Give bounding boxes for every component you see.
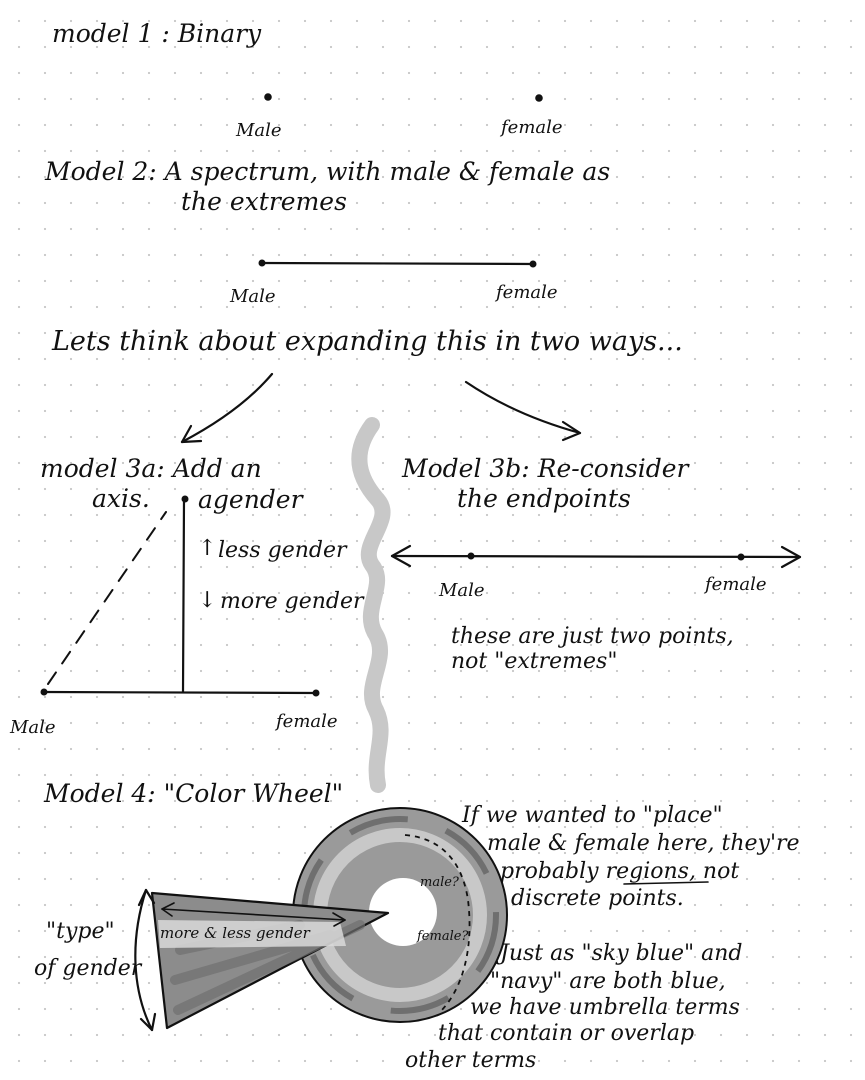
model4-note1-line2: male & female here, they're (487, 831, 800, 856)
ring-label-male: male? (420, 875, 460, 890)
model3a-male-point (40, 688, 48, 696)
model3b-section: Model 3b: Re-consider the endpoints Male… (390, 454, 802, 674)
model3b-female-point (737, 553, 745, 561)
model3a-section: model 3a: Add an axis. agender ↑ less ge… (9, 454, 365, 738)
model3a-male-label: Male (9, 717, 56, 738)
model3a-dashed-diagonal (47, 511, 167, 685)
type-label-line2: of gender (34, 956, 143, 981)
model3b-left-arrowhead (390, 544, 412, 568)
type-of-gender-arc-arrow-bottom-head (139, 1012, 157, 1032)
model1-heading: model 1 : Binary (52, 19, 262, 48)
model4-note2-line4: that contain or overlap (438, 1021, 694, 1046)
model3a-female-label: female (274, 711, 338, 732)
regions-underline (623, 881, 709, 885)
model4-note1-line1: If we wanted to "place" (461, 803, 723, 828)
model2-female-point (529, 260, 537, 268)
model4-note2-line1: Just as "sky blue" and (496, 941, 742, 966)
wavy-divider (351, 417, 391, 793)
transition-section: Lets think about expanding this in two w… (51, 326, 683, 444)
model3a-heading-line1: model 3a: Add an (40, 454, 262, 483)
model4-heading: Model 4: "Color Wheel" (43, 779, 343, 808)
arrow-to-model3a (180, 372, 274, 444)
model2-section: Model 2: A spectrum, with male & female … (44, 157, 610, 307)
model4-note2-line2: "navy" are both blue, (490, 969, 726, 994)
arrow-to-model3b-head (561, 420, 582, 442)
model3b-double-arrow-line (390, 554, 802, 559)
model3a-horizontal-axis (42, 690, 318, 695)
model3a-heading-line2: axis. (92, 484, 150, 513)
model3b-female-label: female (703, 574, 767, 595)
transition-text: Lets think about expanding this in two w… (51, 326, 683, 357)
model2-heading-line2: the extremes (181, 187, 347, 216)
model1-section: model 1 : Binary Male female (52, 19, 563, 141)
model3b-male-label: Male (438, 580, 485, 601)
model4-note2-line3: we have umbrella terms (470, 995, 740, 1020)
model3b-heading-line2: the endpoints (457, 484, 631, 513)
model2-male-point (258, 259, 266, 267)
model3b-note-line2: not "extremes" (451, 649, 617, 674)
model1-female-point (535, 94, 543, 102)
model3b-male-point (467, 552, 475, 560)
model4-note1-line3: probably regions, not (500, 859, 739, 884)
wedge-more-less-gender-label: more & less gender (160, 924, 311, 942)
model3b-note-line1: these are just two points, (451, 624, 734, 649)
arrow-to-model3b (464, 380, 582, 435)
model1-female-label: female (499, 117, 563, 138)
model2-heading-line1: Model 2: A spectrum, with male & female … (44, 157, 610, 186)
model4-note2-line5: other terms (405, 1048, 536, 1073)
model1-male-point (264, 93, 272, 101)
model3b-heading-line1: Model 3b: Re-consider (401, 454, 691, 483)
wedge-arrow-right-head (332, 912, 346, 927)
model3a-less-gender-label: less gender (218, 538, 348, 563)
type-label-line1: "type" (46, 919, 115, 944)
gender-wedge-label-bg (158, 920, 346, 948)
model1-male-label: Male (235, 120, 282, 141)
color-wheel-center-hole (369, 878, 437, 946)
type-of-gender-arc-arrow-top-head (137, 888, 156, 907)
model3a-more-gender-label: more gender (220, 589, 365, 614)
ring-label-female: female? (416, 929, 469, 944)
model2-spectrum-line (260, 261, 535, 266)
model3b-right-arrowhead (780, 545, 802, 569)
model2-male-label: Male (229, 286, 276, 307)
model3a-agender-label: agender (198, 485, 305, 514)
model3a-female-point (312, 689, 320, 697)
model4-section: Model 4: "Color Wheel" male? female? mor… (34, 779, 800, 1073)
type-of-gender-arc-arrow (134, 888, 154, 1032)
arrow-to-model3a-head (180, 424, 203, 444)
wedge-double-arrow-line (161, 908, 346, 921)
model2-female-label: female (494, 282, 558, 303)
model3a-vertical-axis (181, 497, 186, 694)
model4-note1-line4: discrete points. (511, 886, 684, 911)
model3a-up-arrow-icon: ↑ (198, 536, 216, 561)
model3a-down-arrow-icon: ↓ (198, 588, 216, 613)
color-wheel-dashed-region (404, 834, 471, 1013)
wedge-arrow-left-head (161, 902, 175, 917)
